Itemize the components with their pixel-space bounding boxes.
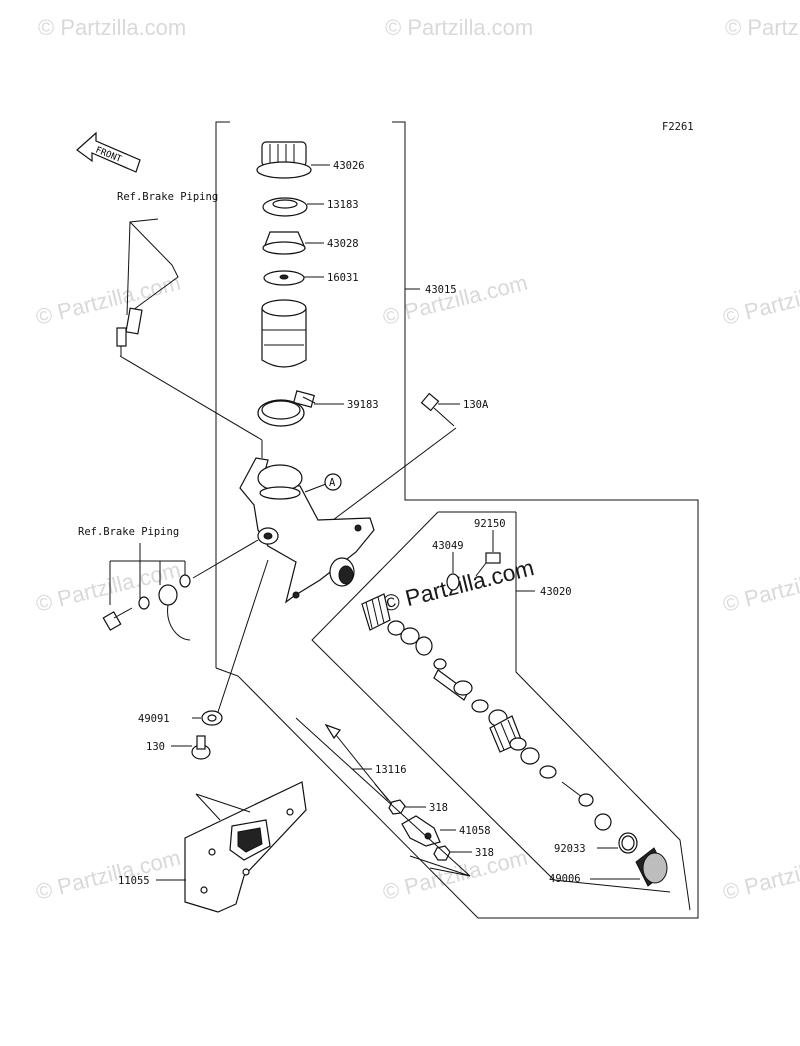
label-92033: 92033 xyxy=(554,843,586,855)
fitting-92150 xyxy=(475,552,501,577)
watermark: © Partzilla.com xyxy=(33,557,183,617)
label-43049: 43049 xyxy=(432,540,464,552)
master-cylinder xyxy=(239,457,375,604)
label-43020: 43020 xyxy=(540,586,572,598)
push-rod-13116 xyxy=(324,723,393,805)
label-130: 130 xyxy=(146,741,165,753)
watermark: © Partzilla.com xyxy=(380,845,530,905)
watermark: © Partzilla.com xyxy=(33,845,183,905)
watermark: © Partzilla.com xyxy=(33,270,183,330)
nut-318-lower xyxy=(433,845,451,861)
label-11055: 11055 xyxy=(118,875,150,887)
label-16031: 16031 xyxy=(327,272,359,284)
nut-318-upper xyxy=(388,799,406,815)
watermark: © Partzilla.com xyxy=(385,15,533,40)
brake-hose-left xyxy=(102,539,259,641)
plate-11055 xyxy=(184,781,307,913)
label-43028: 43028 xyxy=(327,238,359,250)
brake-pipe-top xyxy=(116,218,179,356)
watermark: © Partzilla.com xyxy=(720,270,800,330)
label-13183: 13183 xyxy=(327,199,359,211)
label-130a: 130A xyxy=(463,399,489,411)
alignment-lines xyxy=(295,717,471,877)
piston-internals xyxy=(361,593,612,831)
washer-43049 xyxy=(446,573,460,591)
diaphragm-43028 xyxy=(262,231,306,255)
front-arrow-icon: FRONT xyxy=(76,131,141,173)
reservoir-cap-43026 xyxy=(256,141,312,179)
figure-code: F2261 xyxy=(662,121,694,133)
label-92150: 92150 xyxy=(474,518,506,530)
ref-brake-piping-left: Ref.Brake Piping xyxy=(78,526,179,538)
plate-13183 xyxy=(262,197,308,217)
boot-49006 xyxy=(635,847,668,887)
watermark: © Partzilla.com xyxy=(725,15,800,40)
watermark: © Partzilla.com xyxy=(38,15,186,40)
callout-a: A xyxy=(329,477,336,489)
washer-49091 xyxy=(201,710,223,726)
label-49091: 49091 xyxy=(138,713,170,725)
watermark: © Partzilla.com xyxy=(720,557,800,617)
bolt-130a xyxy=(420,392,455,427)
ring-92033 xyxy=(618,832,638,854)
label-39183: 39183 xyxy=(347,399,379,411)
label-41058: 41058 xyxy=(459,825,491,837)
label-318-lower: 318 xyxy=(475,847,494,859)
reservoir-body xyxy=(261,299,307,368)
bolt-130 xyxy=(191,735,211,760)
label-43026: 43026 xyxy=(333,160,365,172)
bracket-43020 xyxy=(311,511,691,911)
label-318-upper: 318 xyxy=(429,802,448,814)
washer-16031 xyxy=(263,270,305,286)
watermark: © Partzilla.com xyxy=(380,270,530,330)
clamp-39183 xyxy=(257,390,316,427)
bracket-43015 xyxy=(215,121,699,919)
ref-brake-piping-top: Ref.Brake Piping xyxy=(117,191,218,203)
label-43015: 43015 xyxy=(425,284,457,296)
watermark: © Partzilla.com xyxy=(720,845,800,905)
label-13116: 13116 xyxy=(375,764,407,776)
watermark-layer: © Partzilla.com © Partzilla.com © Partzi… xyxy=(33,15,800,905)
label-49006: 49006 xyxy=(549,873,581,885)
